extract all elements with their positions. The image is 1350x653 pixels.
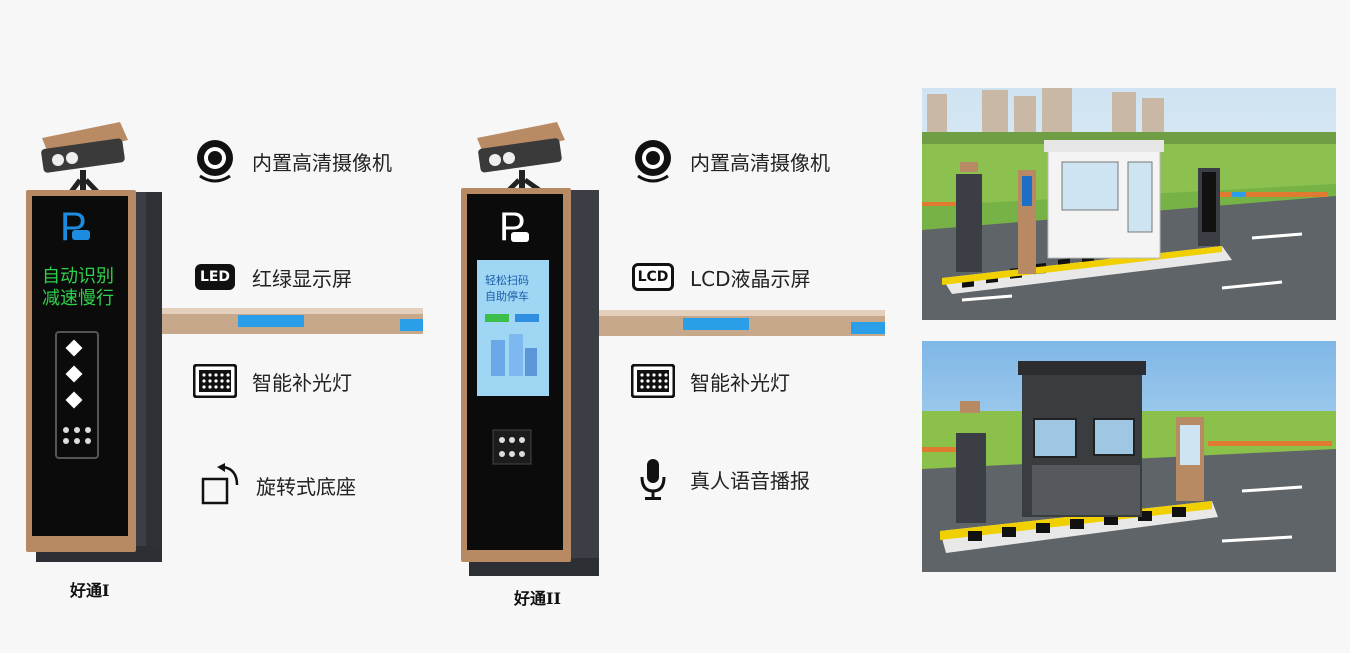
product-2-illustration: P 轻松扫码 自助停车	[461, 122, 885, 576]
lcd-text-line-2: 自助停车	[485, 289, 529, 303]
feature-label: 红绿显示屏	[252, 266, 352, 291]
camera-icon	[477, 122, 565, 197]
parking-symbol: P	[499, 205, 526, 249]
product-2-caption: 好通II	[514, 589, 561, 608]
parking-symbol: P	[60, 205, 87, 249]
feature-label: 智能补光灯	[690, 370, 790, 395]
scene-photo-2	[922, 341, 1336, 572]
feature-led: LED 红绿显示屏	[192, 254, 352, 300]
light-grid-icon	[192, 358, 238, 404]
product-1-illustration: P 自动识别 减速慢行	[26, 122, 423, 562]
feature-label: 旋转式底座	[256, 474, 356, 499]
lcd-icon-text: LCD	[631, 263, 675, 291]
feature-camera-2: 内置高清摄像机	[630, 138, 830, 184]
feature-label: LCD液晶示屏	[690, 266, 811, 291]
light-grid-icon	[630, 358, 676, 404]
feature-rotate: 旋转式底座	[196, 462, 356, 508]
camera-icon	[41, 122, 128, 202]
rotate-icon	[196, 462, 242, 508]
microphone-icon	[630, 456, 676, 502]
led-text-line-1: 自动识别	[42, 266, 114, 287]
led-icon: LED	[192, 254, 238, 300]
camera-lens-icon	[630, 138, 676, 184]
product-1-caption: 好通I	[70, 581, 110, 600]
feature-label: 内置高清摄像机	[690, 150, 830, 175]
lcd-icon: LCD	[630, 254, 676, 300]
feature-camera: 内置高清摄像机	[192, 138, 392, 184]
feature-label: 真人语音播报	[690, 468, 810, 493]
led-icon-text: LED	[194, 264, 236, 290]
led-text-line-2: 减速慢行	[42, 288, 114, 309]
feature-light-2: 智能补光灯	[630, 358, 790, 404]
lcd-text-line-1: 轻松扫码	[485, 273, 529, 287]
feature-voice: 真人语音播报	[630, 456, 810, 502]
feature-light: 智能补光灯	[192, 358, 352, 404]
camera-lens-icon	[192, 138, 238, 184]
feature-label: 内置高清摄像机	[252, 150, 392, 175]
scene-photo-1	[922, 88, 1336, 320]
feature-lcd: LCD LCD液晶示屏	[630, 254, 811, 300]
feature-label: 智能补光灯	[252, 370, 352, 395]
